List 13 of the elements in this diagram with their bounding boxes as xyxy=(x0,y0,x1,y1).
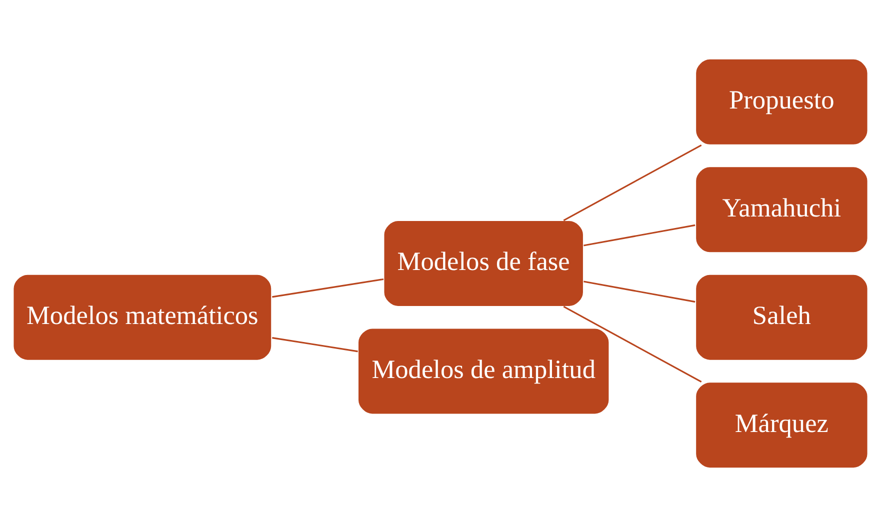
node-box: Propuesto xyxy=(694,58,868,146)
connector xyxy=(272,278,384,298)
connector xyxy=(584,280,696,303)
node-box: Yamahuchi xyxy=(694,166,868,254)
node-box: Márquez xyxy=(694,381,868,469)
connector xyxy=(272,337,358,352)
connector xyxy=(584,224,696,246)
connector xyxy=(563,306,702,383)
node-box: Modelos de fase xyxy=(383,220,584,308)
node-box: Modelos matemáticos xyxy=(12,274,272,362)
connector xyxy=(563,144,702,222)
node-box: Modelos de amplitud xyxy=(357,328,610,415)
node-box: Saleh xyxy=(694,274,868,362)
